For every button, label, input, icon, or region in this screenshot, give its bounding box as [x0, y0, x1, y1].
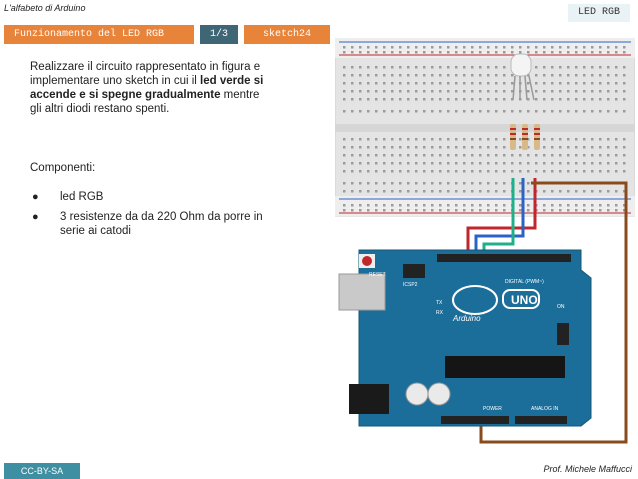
- instructions-text: Realizzare il circuito rappresentato in …: [30, 60, 270, 116]
- resistors: [510, 124, 540, 150]
- svg-text:RESET: RESET: [369, 272, 386, 278]
- slide-title: Funzionamento del LED RGB: [4, 25, 194, 44]
- svg-text:ICSP2: ICSP2: [403, 282, 418, 288]
- bullet-icon: ●: [32, 191, 39, 203]
- wire-red: [466, 178, 537, 266]
- instructions-part2: mentre gli altri diodi restano spenti.: [30, 89, 260, 115]
- circuit-diagram: RESET ICSP2 DIGITAL (PWM~) UNO Arduino T…: [335, 38, 635, 444]
- board-brand: Arduino: [452, 314, 481, 323]
- rgb-led: [510, 53, 535, 101]
- list-item: ● 3 resistenze da da 220 Ohm da porre in …: [30, 210, 270, 238]
- instructions-part1: Realizzare il circuito rappresentato in …: [30, 61, 261, 87]
- reset-button-icon: [362, 256, 372, 266]
- svg-text:ON: ON: [557, 304, 565, 310]
- license-badge: CC-BY-SA: [4, 463, 80, 479]
- topic-label: LED RGB: [567, 4, 630, 22]
- component-label: led RGB: [60, 191, 104, 203]
- components-title: Componenti:: [30, 162, 96, 174]
- instructions-bold: led verde si accende e si spegne gradual…: [30, 75, 264, 101]
- component-label: 3 resistenze da da 220 Ohm da porre in s…: [60, 211, 263, 237]
- breadboard: [335, 38, 635, 217]
- svg-text:RX: RX: [436, 310, 444, 316]
- course-title: L'alfabeto di Arduino: [4, 3, 86, 13]
- sketch-label: sketch24: [244, 25, 330, 44]
- title-bar: Funzionamento del LED RGB 1/3 sketch24: [4, 25, 330, 44]
- svg-text:POWER: POWER: [483, 406, 502, 412]
- author-name: Prof. Michele Maffucci: [543, 464, 632, 474]
- components-list: ● led RGB ● 3 resistenze da da 220 Ohm da …: [30, 190, 270, 244]
- svg-text:TX: TX: [436, 300, 443, 306]
- breadboard-holes: [343, 46, 626, 212]
- page-indicator: 1/3: [200, 25, 238, 44]
- bullet-icon: ●: [32, 211, 39, 223]
- arduino-board: RESET ICSP2 DIGITAL (PWM~) UNO Arduino T…: [338, 249, 592, 427]
- svg-text:ANALOG IN: ANALOG IN: [531, 406, 559, 412]
- wire-brown: [479, 181, 628, 444]
- svg-text:DIGITAL (PWM~): DIGITAL (PWM~): [505, 279, 544, 285]
- list-item: ● led RGB: [30, 190, 270, 204]
- board-logo: UNO: [511, 293, 538, 307]
